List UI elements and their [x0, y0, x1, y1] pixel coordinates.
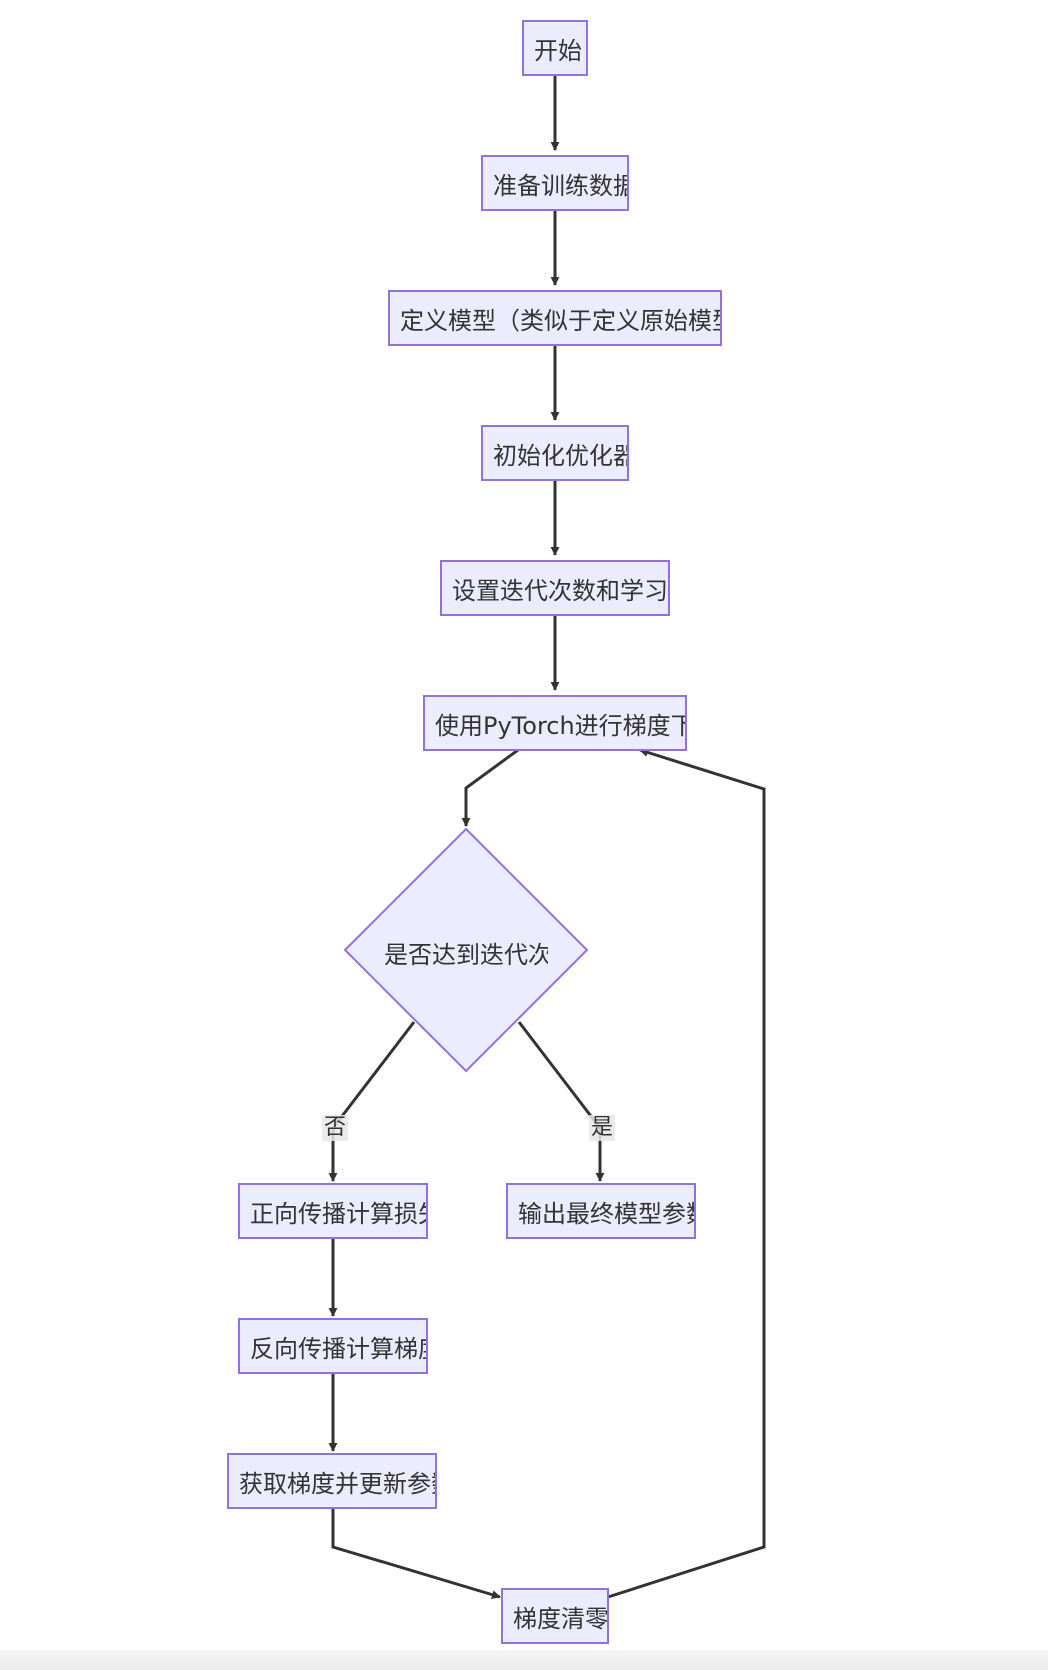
node-output: 输出最终模型参数	[506, 1183, 696, 1239]
edge-pytorch-to-decision	[461, 748, 519, 827]
node-forward: 正向传播计算损失	[238, 1183, 428, 1239]
node-update-label: 获取梯度并更新参数	[239, 1469, 435, 1498]
node-output-label: 输出最终模型参数	[518, 1199, 694, 1228]
edge-decision-to-forward	[328, 1021, 416, 1182]
decision-diamond	[343, 827, 589, 1073]
node-set-iterations-label: 设置迭代次数和学习率	[452, 576, 668, 605]
decision-label: 是否达到迭代次数	[384, 941, 548, 967]
edge-zerograd-to-pytorch	[607, 748, 766, 1599]
node-prepare-data: 准备训练数据	[481, 155, 629, 211]
node-define-model-label: 定义模型（类似于定义原始模型）	[400, 306, 720, 335]
edge-update-to-zerograd	[331, 1507, 501, 1599]
node-backward: 反向传播计算梯度	[238, 1318, 428, 1374]
edge-label-no: 否	[322, 1115, 349, 1141]
node-define-model: 定义模型（类似于定义原始模型）	[388, 290, 722, 346]
node-zero-grad: 梯度清零	[501, 1588, 609, 1644]
node-pytorch-gd: 使用PyTorch进行梯度下降	[423, 695, 687, 751]
node-prepare-data-label: 准备训练数据	[493, 171, 627, 200]
bottom-bar	[0, 1650, 1048, 1670]
edge-decision-to-output	[517, 1021, 605, 1182]
node-start: 开始	[522, 20, 588, 76]
edge-label-yes: 是	[589, 1115, 616, 1141]
node-start-label: 开始	[534, 36, 582, 65]
node-update: 获取梯度并更新参数	[227, 1453, 437, 1509]
node-backward-label: 反向传播计算梯度	[250, 1334, 426, 1363]
node-forward-label: 正向传播计算损失	[250, 1199, 426, 1228]
node-init-optimizer: 初始化优化器	[481, 425, 629, 481]
node-pytorch-gd-label: 使用PyTorch进行梯度下降	[435, 711, 685, 740]
node-set-iterations: 设置迭代次数和学习率	[440, 560, 670, 616]
node-zero-grad-label: 梯度清零	[513, 1604, 607, 1633]
node-init-optimizer-label: 初始化优化器	[493, 441, 627, 470]
